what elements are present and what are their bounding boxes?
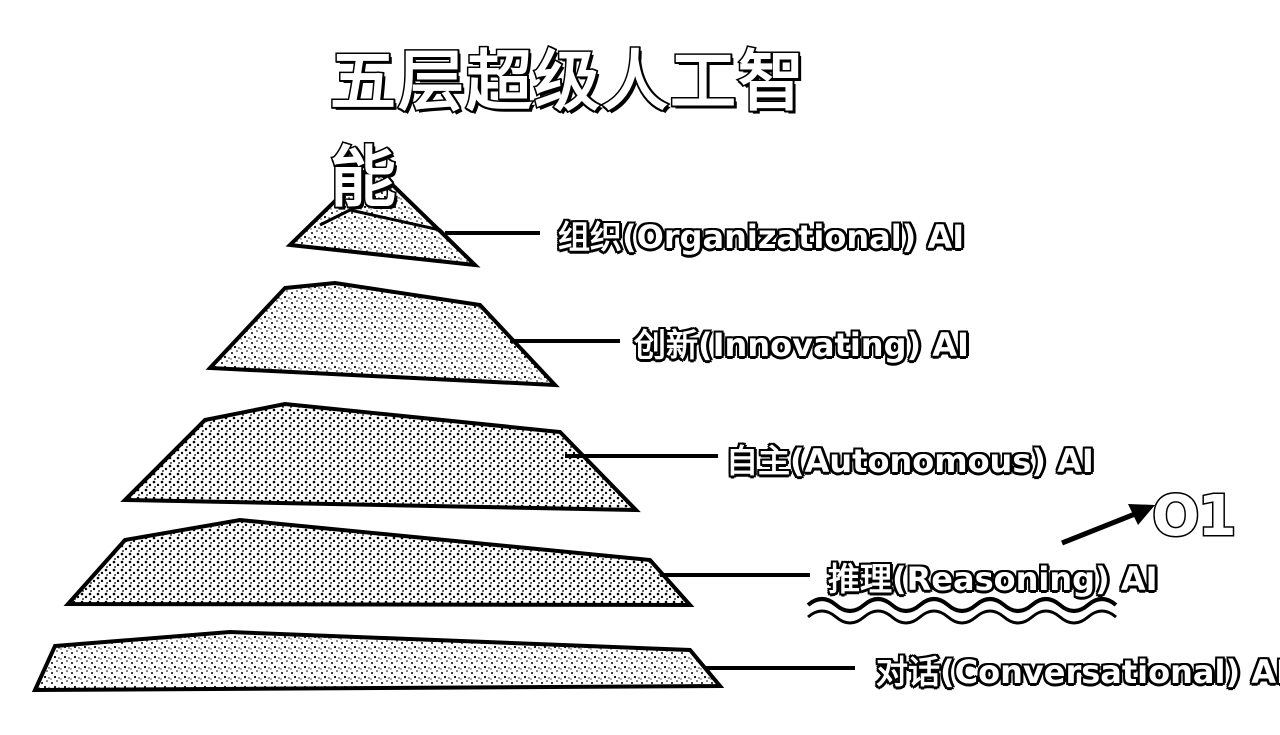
layer-innovating-shape: [205, 280, 620, 388]
layer-label-conversational: 对话(Conversational) AI: [876, 653, 1280, 691]
layer-label-innovating: 创新(Innovating) AI: [634, 326, 969, 364]
layer-organizational-shape: [285, 162, 540, 268]
diagram-title: 五层超级人工智能: [329, 42, 806, 218]
layer-conversational-shape: [31, 629, 855, 693]
arrow-icon: [1061, 504, 1155, 546]
layer-autonomous-shape: [120, 401, 718, 513]
layer-label-organizational: 组织(Organizational) AI: [558, 218, 965, 256]
layer-label-reasoning: 推理(Reasoning) AI: [828, 560, 1158, 598]
annotation-o1: O1: [1151, 483, 1239, 551]
layer-label-autonomous: 自主(Autonomous) AI: [726, 442, 1094, 480]
wavy-underline: [806, 597, 1118, 613]
layer-reasoning-shape: [63, 517, 810, 608]
